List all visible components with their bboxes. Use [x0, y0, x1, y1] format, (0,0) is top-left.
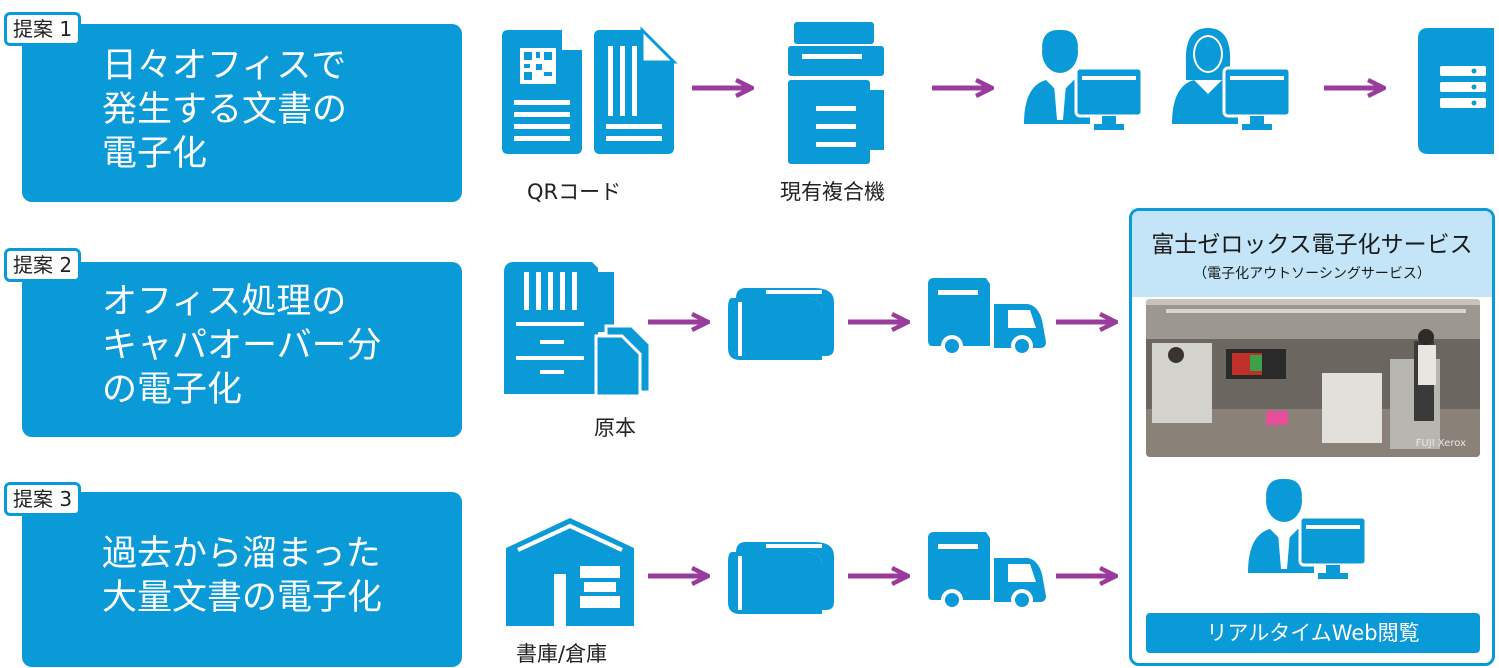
box-icon-row2 [726, 286, 836, 362]
proposal-2-tag: 提案 2 [4, 248, 82, 282]
arrow-2a [648, 312, 716, 332]
proposal-1-panel: 日々オフィスで 発生する文書の 電子化 [22, 24, 462, 202]
realtime-web-view-label: リアルタイムWeb閲覧 [1146, 613, 1480, 653]
arrow-2c [1056, 312, 1124, 332]
server-icon [1418, 28, 1494, 154]
arrow-3b [848, 566, 916, 586]
arrow-1c [1324, 78, 1392, 98]
text-document-icon [594, 26, 678, 154]
multifunction-printer-icon [788, 22, 884, 164]
original-caption: 原本 [594, 416, 636, 440]
arrow-1b [932, 78, 1000, 98]
female-operator-pc-icon [1172, 28, 1292, 130]
proposal-2-panel: オフィス処理の キャパオーバー分 の電子化 [22, 262, 462, 437]
proposal-3-title: 過去から溜まった 大量文書の電子化 [102, 534, 383, 618]
truck-icon-row3 [928, 532, 1046, 611]
service-header: 富士ゼロックス電子化サービス （電子化アウトソーシングサービス） [1132, 211, 1492, 297]
proposal-3-panel: 過去から溜まった 大量文書の電子化 [22, 492, 462, 667]
arrow-3c [1056, 566, 1124, 586]
arrow-3a [648, 566, 716, 586]
service-title: 富士ゼロックス電子化サービス [1151, 232, 1473, 258]
qr-document-icon [502, 30, 582, 154]
warehouse-caption: 書庫/倉庫 [516, 642, 608, 666]
qr-code-caption: QRコード [527, 180, 622, 204]
proposal-1-tag: 提案 1 [4, 12, 82, 46]
service-panel: 富士ゼロックス電子化サービス （電子化アウトソーシングサービス） FUJI Xe… [1129, 208, 1495, 666]
truck-icon-row2 [928, 278, 1046, 357]
proposal-3-tag: 提案 3 [4, 482, 82, 516]
male-operator-pc-icon [1022, 28, 1144, 132]
photo-watermark: FUJI Xerox [1415, 438, 1466, 449]
proposal-1-title: 日々オフィスで 発生する文書の 電子化 [102, 46, 348, 174]
arrow-1a [692, 78, 760, 98]
service-subtitle: （電子化アウトソーシングサービス） [1193, 266, 1431, 282]
box-icon-row3 [726, 540, 836, 616]
mfp-caption: 現有複合機 [780, 180, 885, 204]
proposal-2-title: オフィス処理の キャパオーバー分 の電子化 [102, 282, 382, 410]
warehouse-icon [506, 518, 634, 626]
arrow-2b [848, 312, 916, 332]
cabinet-files-icon [504, 262, 652, 398]
service-facility-photo: FUJI Xerox [1146, 299, 1480, 457]
web-viewer-operator-icon [1246, 477, 1368, 581]
